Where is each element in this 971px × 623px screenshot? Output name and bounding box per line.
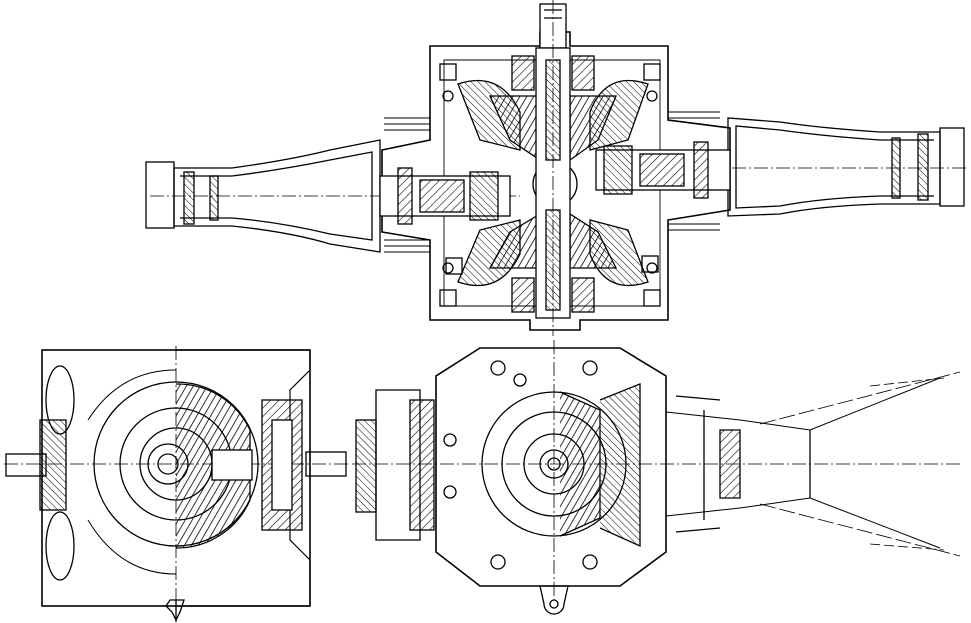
left-half-shaft	[379, 167, 511, 225]
side-hubs	[457, 79, 649, 287]
left-axle-tube	[145, 139, 520, 253]
side-section-left	[4, 346, 348, 622]
side-section-right	[352, 340, 961, 615]
pinion-shaft	[511, 0, 595, 336]
right-half-shaft	[595, 141, 731, 199]
top-plan-section	[145, 0, 968, 336]
